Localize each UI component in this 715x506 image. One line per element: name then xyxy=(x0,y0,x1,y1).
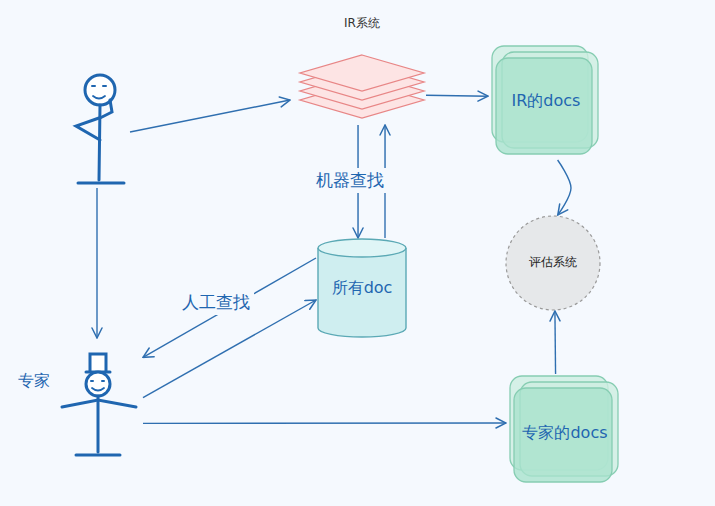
node-text: 所有doc xyxy=(332,278,393,299)
edge-label: 人工查找 xyxy=(178,290,254,315)
connector-arrow xyxy=(143,258,316,357)
database-cylinder: 所有doc xyxy=(316,238,408,338)
user-arrow xyxy=(130,100,290,132)
connector-arrow xyxy=(558,160,571,215)
connector-arrow xyxy=(554,311,556,374)
node-text: 专家的docs xyxy=(522,423,607,444)
user-figure xyxy=(76,75,124,183)
connector-arrow xyxy=(143,422,506,424)
node-text: IR系统 xyxy=(344,15,380,32)
doc-stack: IR的docs xyxy=(488,44,604,160)
expert-node: 专家 xyxy=(18,345,143,457)
eval-circle: 评估系统 xyxy=(505,215,601,311)
expert-figure xyxy=(62,354,136,455)
doc-stack: 专家的docs xyxy=(506,374,624,488)
ir-system-stack: IR系统 xyxy=(298,15,426,125)
node-text: 评估系统 xyxy=(529,254,577,271)
user-arrow xyxy=(96,188,97,338)
node-text: IR的docs xyxy=(512,91,581,112)
connector-arrow xyxy=(426,95,488,97)
node-text: 专家 xyxy=(18,371,50,392)
edge-label: 机器查找 xyxy=(312,168,388,193)
ir-system-stack-outline xyxy=(298,15,426,125)
